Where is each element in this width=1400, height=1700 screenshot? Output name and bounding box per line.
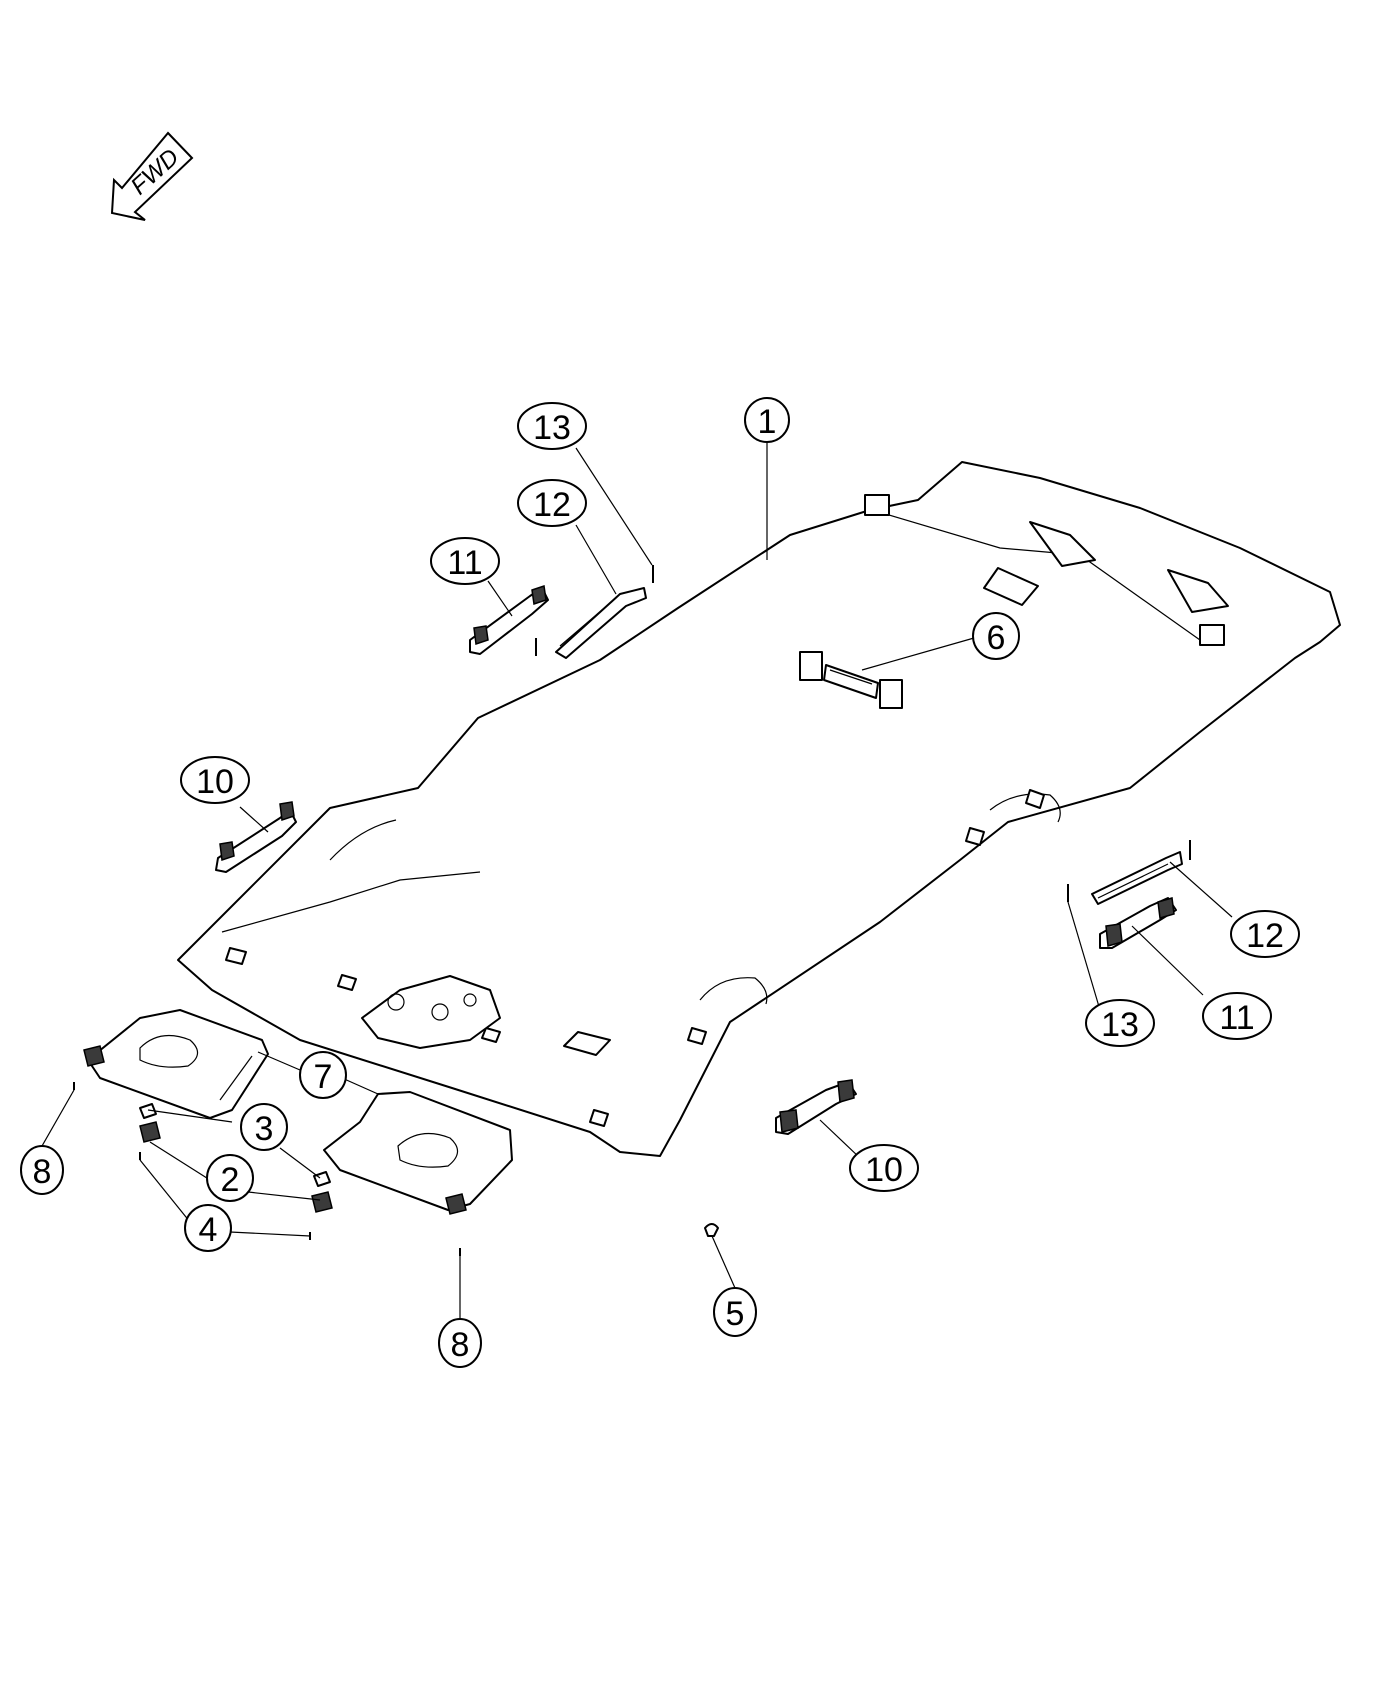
callout-13-upper: 13 [517,402,587,450]
screw-upper-part [535,565,654,656]
callout-11-upper: 11 [430,537,500,585]
callout-label: 10 [196,763,234,801]
bracket-right-part [1091,851,1183,905]
callout-4: 4 [184,1204,232,1252]
callout-label: 11 [447,544,482,582]
callout-label: 13 [533,409,571,447]
callout-5: 5 [713,1287,757,1337]
callout-10-upper: 10 [180,756,250,804]
callout-6: 6 [972,612,1020,660]
headliner-part [177,461,1341,1157]
screw-8-parts [73,1082,461,1256]
callout-7: 7 [299,1051,347,1099]
sun-visor-left-part [83,1009,269,1119]
grab-handle-lower-part [775,1079,857,1135]
leader-lines [41,442,1233,1318]
callout-12-upper: 12 [517,479,587,527]
callout-label: 11 [1219,999,1254,1037]
callout-3: 3 [240,1103,288,1151]
callout-13-right: 13 [1085,999,1155,1047]
callout-label: 4 [199,1211,218,1249]
screw-right-part [1067,840,1191,902]
bracket-upper-part [555,587,647,659]
callout-label: 5 [726,1295,745,1333]
callout-11-right: 11 [1202,992,1272,1040]
callout-label: 7 [314,1058,333,1096]
clip-5-part [704,1223,719,1237]
callout-label: 3 [255,1110,274,1148]
callout-label: 10 [865,1151,903,1189]
callout-label: 8 [451,1326,470,1364]
callout-label: 6 [987,619,1006,657]
callout-label: 2 [221,1161,240,1199]
grab-handle-right-part [1099,897,1177,949]
sun-visor-right-part [323,1091,513,1215]
callout-label: 12 [1246,917,1284,955]
callout-2: 2 [206,1154,254,1202]
callout-label: 1 [758,403,777,441]
callout-1: 1 [744,397,790,443]
callout-12-right: 12 [1230,910,1300,958]
callout-8-bottom: 8 [438,1318,482,1368]
grab-handle-left-part [215,801,297,873]
callout-10-lower: 10 [849,1144,919,1192]
callout-label: 12 [533,486,571,524]
callout-label: 8 [33,1153,52,1191]
fwd-arrow-icon: FWD [110,131,194,221]
dome-lamp-part [799,651,903,709]
callout-label: 13 [1101,1006,1139,1044]
grab-handle-upper-part [469,585,549,655]
callout-8-left: 8 [20,1145,64,1195]
visor-clip-parts [139,1103,333,1240]
